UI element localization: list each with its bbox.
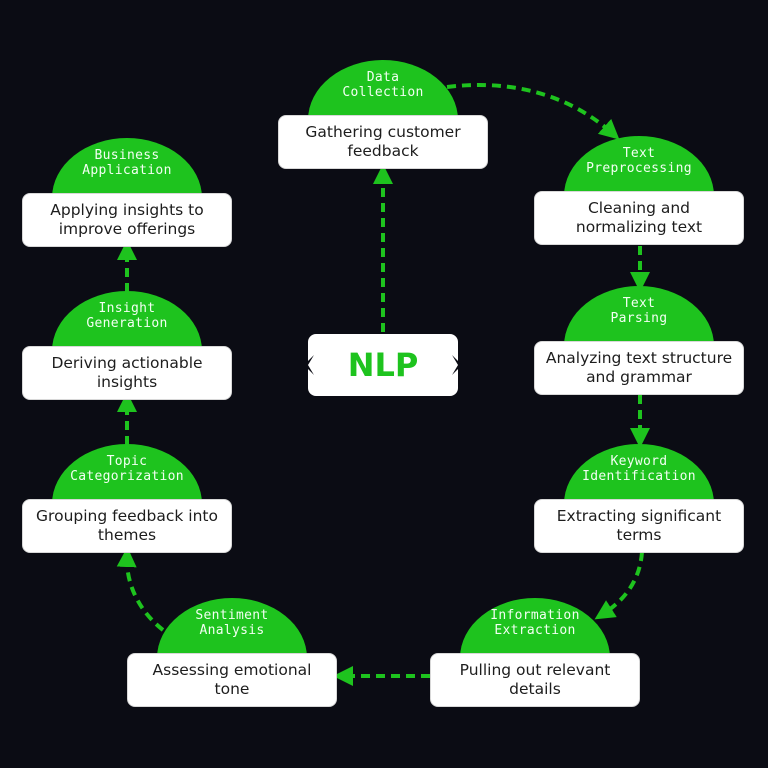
arrow-keyword-identification-to-information-extraction [594, 551, 644, 620]
step-description: Applying insights to improve offerings [22, 193, 232, 247]
step-topic-categorization: Topic Categorization Grouping feedback i… [22, 444, 234, 554]
step-description: Cleaning and normalizing text [534, 191, 744, 245]
step-description: Assessing emotional tone [127, 653, 337, 707]
step-sentiment-analysis: Sentiment Analysis Assessing emotional t… [127, 598, 339, 708]
center-nlp-node: NLP [304, 334, 462, 396]
step-title: Text Preprocessing [586, 146, 692, 176]
step-title: Data Collection [342, 70, 424, 100]
step-description: Analyzing text structure and grammar [534, 341, 744, 395]
step-text-preprocessing: Text Preprocessing Cleaning and normaliz… [534, 136, 746, 246]
center-label: NLP [347, 346, 419, 384]
step-description: Pulling out relevant details [430, 653, 640, 707]
step-title: Keyword Identification [582, 454, 696, 484]
step-insight-generation: Insight Generation Deriving actionable i… [22, 291, 234, 401]
step-information-extraction: Information Extraction Pulling out relev… [430, 598, 642, 708]
arrow-sentiment-analysis-to-topic-categorization [116, 547, 165, 632]
step-text-parsing: Text Parsing Analyzing text structure an… [534, 286, 746, 396]
step-description: Gathering customer feedback [278, 115, 488, 169]
step-title: Text Parsing [610, 296, 668, 326]
step-title: Topic Categorization [70, 454, 184, 484]
step-business-application: Business Application Applying insights t… [22, 138, 234, 248]
step-title: Business Application [82, 148, 172, 178]
arrow-data-collection-to-text-preprocessing [446, 82, 620, 140]
step-description: Extracting significant terms [534, 499, 744, 553]
step-description: Deriving actionable insights [22, 346, 232, 400]
step-data-collection: Data Collection Gathering customer feedb… [278, 60, 490, 170]
step-title: Insight Generation [86, 301, 168, 331]
step-title: Sentiment Analysis [195, 608, 269, 638]
step-keyword-identification: Keyword Identification Extracting signif… [534, 444, 746, 554]
step-title: Information Extraction [490, 608, 580, 638]
step-description: Grouping feedback into themes [22, 499, 232, 553]
